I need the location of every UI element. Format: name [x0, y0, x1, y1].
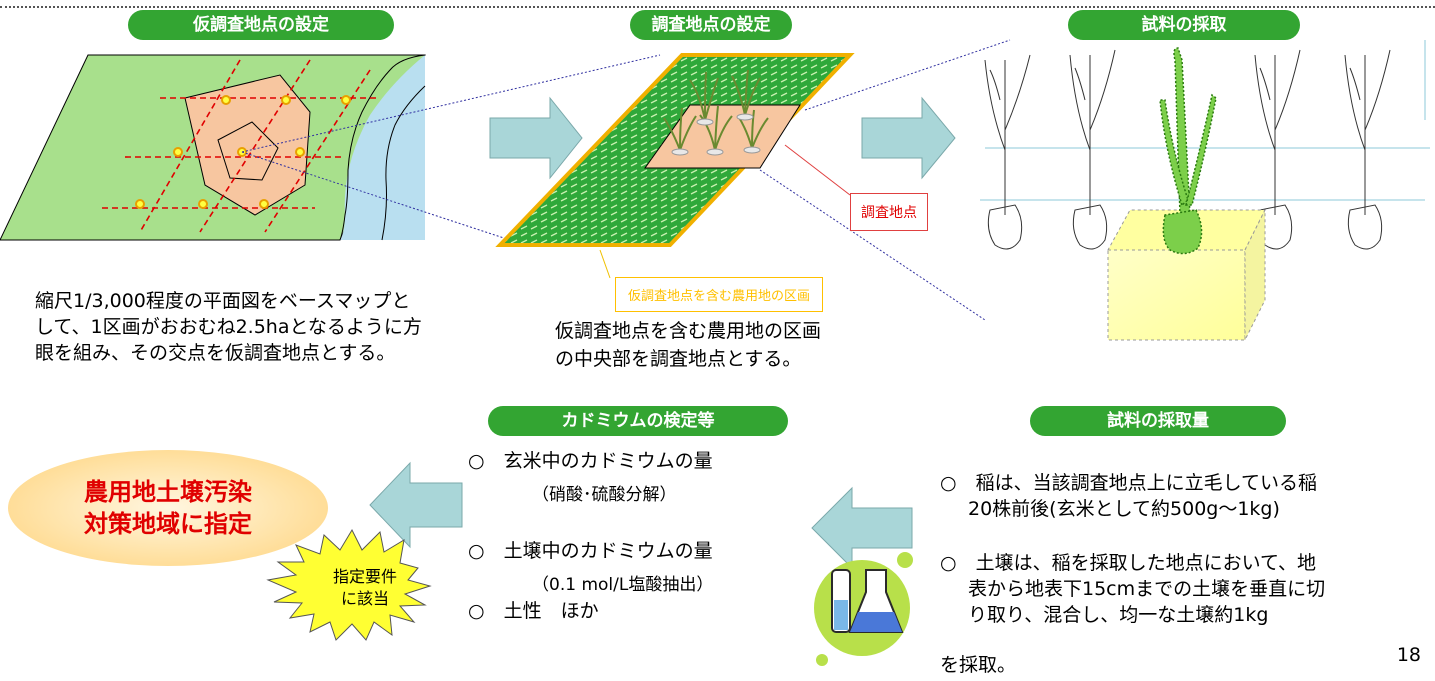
- soil-amount-line: ○ 土壌は、稲を採取した地点において、地: [940, 552, 1317, 574]
- cadmium-item: ○ 土性 ほか: [468, 600, 599, 622]
- survey-point-label: 調査地点: [850, 193, 928, 231]
- rice-amount-line: ○ 稲は、当該調査地点上に立毛している稲: [940, 472, 1318, 494]
- farmland-block-label: 仮調査地点を含む農用地の区画: [615, 277, 824, 312]
- top-dotted-rule: [0, 6, 1435, 8]
- arrow-left-2: [369, 461, 463, 549]
- burst-line: に該当: [340, 589, 389, 608]
- step-sampling-amount-pill: 試料の採取量: [1030, 406, 1286, 436]
- step-provisional-pill: 仮調査地点の設定: [128, 10, 394, 40]
- cadmium-item: ○ 玄米中のカドミウムの量: [468, 450, 713, 472]
- step-cadmium-test-pill: カドミウムの検定等: [488, 406, 788, 436]
- survey-desc-line: 仮調査地点を含む農用地の区画: [555, 320, 822, 342]
- provisional-desc-line: 眼を組み、その交点を仮調査地点とする。: [35, 342, 396, 364]
- provisional-desc-line: して、1区画がおおむね2.5haとなるように方: [35, 316, 422, 338]
- cadmium-item-sub: （0.1 mol/L塩酸抽出）: [532, 575, 714, 595]
- step-sampling-pill: 試料の採取: [1068, 10, 1300, 40]
- survey-desc-line: の中央部を調査地点とする。: [555, 348, 802, 370]
- page-number: 18: [1396, 644, 1421, 666]
- cadmium-item-sub: （硝酸･硫酸分解）: [532, 485, 677, 505]
- rice-amount-line: 20株前後(玄米として約500g～1kg): [968, 498, 1280, 520]
- starburst: [266, 528, 432, 641]
- paddy-field: [495, 53, 855, 279]
- sampling-scene: [980, 40, 1430, 341]
- designation-ellipse: 農用地土壌汚染 対策地域に指定: [8, 450, 328, 566]
- burst-line: 指定要件: [332, 567, 397, 586]
- arrow-left-1: [811, 486, 913, 570]
- base-map: [0, 54, 426, 241]
- soil-amount-line: 表から地表下15cmまでの土壌を垂直に切: [968, 578, 1326, 600]
- arrow-right-2: [861, 96, 956, 180]
- provisional-desc-line: 縮尺1/3,000程度の平面図をベースマップと: [35, 290, 411, 312]
- soil-amount-line: り取り、混合し、均一な土壌約1kg: [968, 604, 1269, 626]
- cadmium-item: ○ 土壌中のカドミウムの量: [468, 540, 713, 562]
- soil-amount-line: を採取。: [940, 654, 1017, 676]
- burst-text: 指定要件 に該当: [320, 566, 410, 610]
- step-survey-point-pill: 調査地点の設定: [630, 10, 792, 40]
- designation-line: 対策地域に指定: [84, 510, 252, 538]
- arrow-right-1: [489, 96, 583, 180]
- designation-line: 農用地土壌汚染: [84, 478, 252, 506]
- flask-icon: [814, 552, 913, 666]
